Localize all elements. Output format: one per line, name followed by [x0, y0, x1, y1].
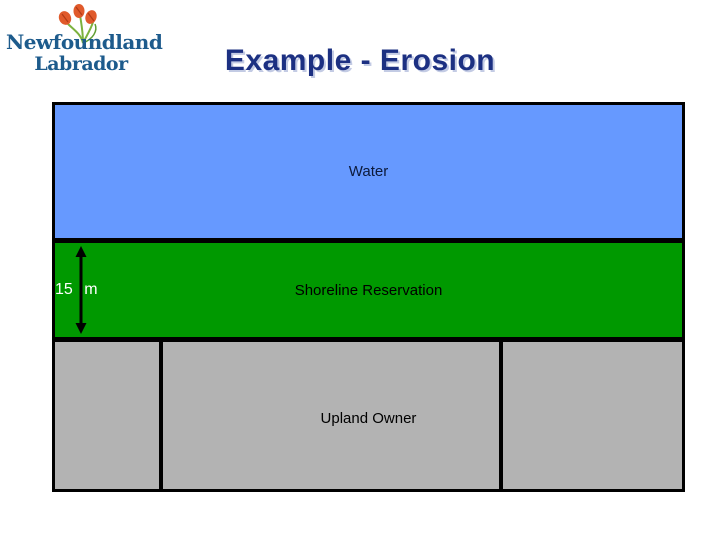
shoreline-depth-measurement: 15 m — [52, 243, 122, 337]
double-headed-arrow-icon — [75, 246, 87, 334]
newfoundland-labrador-logo: Newfoundland Labrador — [6, 4, 163, 84]
upland-row — [55, 342, 682, 489]
upland-parcel-middle — [163, 342, 499, 489]
measurement-value: 15 m — [55, 281, 98, 298]
pitcher-plant-flower-icon — [58, 4, 97, 44]
logo-text-labrador: Labrador — [34, 53, 128, 75]
upland-parcel-right — [503, 342, 682, 489]
logo-text-newfoundland: Newfoundland — [6, 30, 163, 54]
water-zone — [55, 105, 682, 238]
upland-parcel-left — [55, 342, 159, 489]
shoreline-reservation-zone — [55, 243, 682, 337]
page-title: Example - Erosion — [224, 44, 496, 77]
erosion-diagram: Water Shoreline Reservation Upland Owner… — [52, 102, 685, 492]
